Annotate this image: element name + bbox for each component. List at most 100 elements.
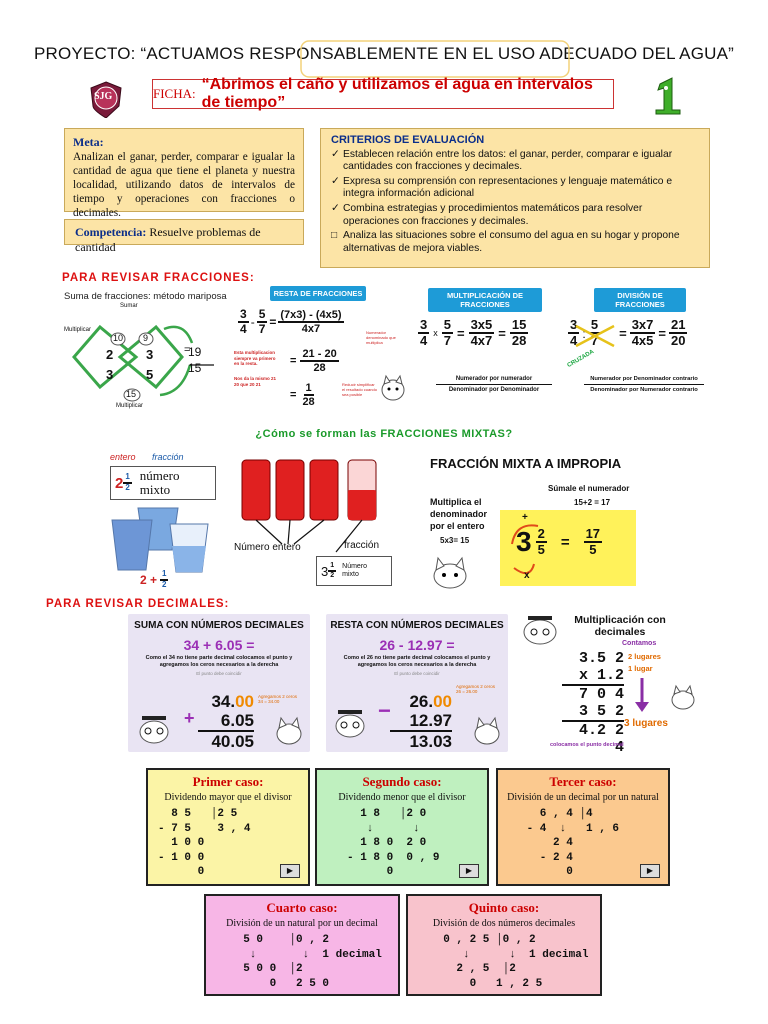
water-glasses-illustration: [111, 507, 209, 573]
cat-mascot-icon: [671, 684, 695, 710]
ex-den: 5: [537, 542, 545, 557]
equals-sign: =: [560, 533, 570, 551]
label-entero: entero: [110, 452, 136, 462]
frac-num: 3: [238, 307, 249, 324]
div-step-num: 3x7: [629, 317, 656, 335]
play-button[interactable]: ▶: [459, 864, 479, 878]
caso-title: Quinto caso:: [468, 900, 540, 915]
suma-a: 34.: [211, 692, 236, 711]
mixta-impropia-panel: FRACCIÓN MIXTA A IMPROPIA Multiplica el …: [424, 450, 672, 598]
resta-note-4: Reducir simplificar el resultado cuando …: [342, 382, 377, 397]
play-button[interactable]: ▶: [640, 864, 660, 878]
caso-division: 1 8 │2 0 ↓ ↓ 1 8 0 2 0 - 1 8 0 0 , 9 0: [347, 808, 440, 878]
suma-mariposa-panel: Suma de fracciones: método mariposa Suma…: [64, 291, 234, 411]
caso-subtitle: División de dos números decimales: [432, 918, 576, 929]
cat-graduate-icon: [523, 616, 557, 645]
num-a: 2: [106, 347, 114, 362]
impropia-step2-calc: 15+2 = 17: [574, 498, 611, 507]
mixed-num: 1: [123, 472, 132, 484]
section-decimales: PARA REVISAR DECIMALES:: [46, 598, 230, 610]
label-multiplicar-bottom: Multiplicar: [116, 403, 144, 409]
cat-mascot-icon: [433, 556, 467, 589]
resta-title: RESTA DE FRACCIONES: [270, 286, 366, 301]
mult-dec-operation: 3.5 2 x 1.2 7 0 4 3 5 2 4.2 2 4: [562, 650, 624, 756]
frac-den: 4: [240, 322, 247, 337]
frac-den: 4: [420, 333, 428, 349]
logo-text: SJG: [94, 91, 113, 102]
suma-result: 40.05: [211, 732, 254, 751]
num-b: 3: [146, 347, 154, 362]
div-res-num: 21: [668, 317, 688, 335]
resta-decimales-card: RESTA CON NÚMEROS DECIMALES 26 - 12.97 =…: [326, 614, 508, 752]
impropia-step2: Súmale el numerador: [548, 484, 630, 493]
caso-division: 5 0 │0 , 2 ↓ ↓ 1 decimal 5 0 0 │2 0 2 5 …: [243, 934, 382, 990]
ficha-text: “Abrimos el caño y utilizamos el agua en…: [201, 76, 593, 111]
suma-dec-operands: 34.00 6.05 40.05: [198, 692, 254, 751]
equals-sign: =: [619, 325, 627, 341]
caso-tercero: Tercer caso: División de un decimal por …: [496, 768, 670, 886]
mult-line: 4.2 2 4: [578, 722, 624, 756]
step1-den: 4x7: [301, 323, 321, 336]
school-logo: SJG: [88, 80, 124, 119]
caso-title: Tercer caso:: [549, 774, 617, 789]
circular-arrows: [511, 524, 539, 575]
caso-title: Segundo caso:: [362, 774, 442, 789]
frac-num: 3: [418, 317, 430, 335]
equals-sign: =: [269, 315, 277, 330]
mult-notes: Numerador por numerador Denominador por …: [436, 374, 552, 395]
mult-step-den: 4x7: [470, 333, 493, 349]
frac-num: 3: [568, 317, 580, 335]
sum-whole: 2 +: [140, 572, 158, 587]
criterios-title: CRITERIOS DE EVALUACIÓN: [331, 134, 485, 146]
box-whole: 3: [321, 563, 329, 579]
number-one-mascot: 1: [650, 76, 686, 116]
ex-res-num: 17: [583, 526, 603, 543]
frac-den: 4: [570, 333, 578, 349]
criterio-item: Combina estrategias y procedimientos mat…: [331, 203, 699, 228]
mult-dec-title: Multiplicación con decimales: [574, 614, 666, 638]
mult-dec-contamos: Contamos: [622, 640, 657, 647]
frac-den: 7: [443, 333, 451, 349]
equals-sign: =: [658, 325, 666, 341]
caso-subtitle: Dividendo menor que el divisor: [338, 792, 466, 803]
mult-line: 3 5 2: [562, 703, 624, 722]
box-num: 1: [328, 562, 337, 572]
down-arrow-icon: [635, 678, 649, 712]
cat-mascot-icon: [381, 374, 405, 401]
play-button[interactable]: ▶: [280, 864, 300, 878]
suma-b: 6.05: [198, 711, 254, 732]
ex-num: 2: [535, 526, 547, 543]
div-step-den: 4x5: [631, 333, 654, 349]
div-notes: Numerador por Denominador contrario Deno…: [584, 374, 704, 395]
num-9: 9: [143, 333, 149, 343]
resta-dec-note: Como el 26 no tiene parte decimal coloca…: [343, 655, 491, 668]
equals-sign: =: [184, 344, 191, 356]
ficha-banner: FICHA: “Abrimos el caño y utilizamos el …: [152, 76, 614, 111]
mult-dec-bottom-note: colocamos el punto decimal: [550, 742, 624, 748]
equals-sign: =: [290, 389, 297, 402]
cat-mascot-icon: [474, 716, 500, 745]
cat-graduate-icon: [335, 710, 365, 738]
resta-dec-expr: 26 - 12.97 =: [379, 637, 455, 653]
butterfly-diagram: [72, 324, 214, 402]
times-sign: x: [433, 328, 438, 339]
step2-num: 21 - 20: [300, 348, 339, 363]
suma-dec-title: SUMA CON NÚMEROS DECIMALES: [134, 620, 304, 631]
result-denominator: 15: [188, 361, 202, 375]
resta-b: 12.97: [390, 711, 452, 732]
mult-line: x 1.2: [562, 667, 624, 686]
meta-box: Meta: Analizan el ganar, perder, compara…: [64, 128, 304, 219]
caso-division: 8 5 │2 5 - 7 5 3 , 4 1 0 0 - 1 0 0 0: [158, 808, 251, 878]
criterio-item: Expresa su comprensión con representacio…: [331, 176, 699, 201]
resta-note-1: Esta multiplicacion siempre va primero e…: [234, 350, 276, 366]
times-sign: x: [524, 570, 530, 581]
divide-sign: :: [582, 325, 586, 341]
resta-dec-side: Agregamos 2 ceros 26 = 26.00: [456, 684, 496, 694]
div-title: DIVISIÓN DE FRACCIONES: [594, 288, 686, 312]
caso-subtitle: Dividendo mayor que el divisor: [164, 792, 292, 803]
cross-arrows: [575, 324, 615, 348]
